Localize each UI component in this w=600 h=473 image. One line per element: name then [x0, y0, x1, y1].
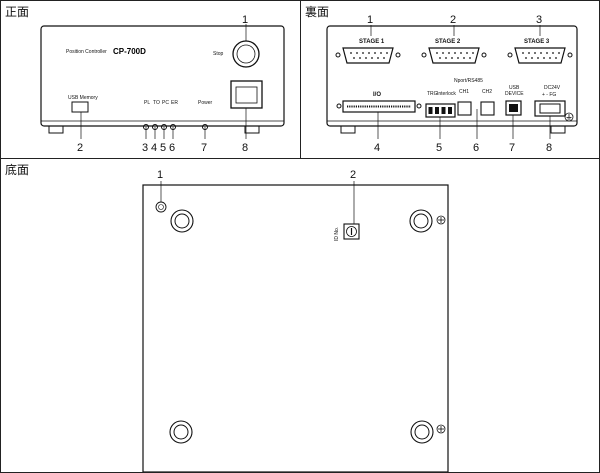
id-rotary-switch[interactable]	[343, 223, 360, 240]
front-chassis	[40, 25, 285, 127]
io-connector[interactable]	[336, 100, 422, 113]
stage1-connector[interactable]	[335, 47, 401, 64]
rear-foot-left	[340, 125, 356, 134]
rear-chassis	[326, 25, 578, 127]
front-panel-title: 正面	[5, 5, 30, 19]
front-model: CP-700D	[113, 47, 146, 56]
rear-callout-7: 7	[509, 142, 515, 154]
usb-device-port[interactable]	[505, 100, 522, 116]
bottom-foot-top-left	[170, 209, 194, 233]
bottom-panel-title: 底面	[5, 163, 30, 177]
bottom-panel: 底面 ID No.	[0, 158, 600, 473]
led-label-er: ER	[171, 100, 178, 106]
front-callout-6: 6	[169, 142, 175, 154]
rear-foot-right	[550, 125, 566, 134]
bottom-foot-bottom-left	[169, 420, 193, 444]
power-switch[interactable]	[230, 80, 263, 109]
front-callout-1: 1	[242, 14, 248, 26]
front-callout-8: 8	[242, 142, 248, 154]
interlock-label: Interlock	[437, 91, 456, 97]
dc24v-label: DC24V	[544, 85, 561, 91]
rear-callout-6: 6	[473, 142, 479, 154]
rs485-ch1-port[interactable]	[457, 101, 472, 116]
stage2-connector[interactable]	[421, 47, 487, 64]
stage3-connector[interactable]	[507, 47, 573, 64]
rear-panel: 裏面 STAGE 1 STAGE 2 STAGE 3 I/O	[300, 0, 600, 159]
rs485-ch2-port[interactable]	[480, 101, 495, 116]
bottom-callout-2: 2	[350, 169, 356, 181]
rear-callout-8: 8	[546, 142, 552, 154]
dc-polarity-label: + - FG	[542, 92, 556, 98]
front-callout-2: 2	[77, 142, 83, 154]
rs485-label: Nport/RS485	[454, 78, 483, 84]
rear-callout-3: 3	[536, 14, 542, 26]
rear-view-diagram: STAGE 1 STAGE 2 STAGE 3 I/O	[326, 14, 578, 154]
ground-icon	[564, 112, 574, 122]
led-label-pl: PL	[144, 100, 150, 106]
bottom-foot-top-right	[409, 209, 433, 233]
io-label: I/O	[373, 92, 381, 98]
power-led-label: Power	[198, 100, 213, 106]
screw-hole	[155, 201, 167, 213]
front-callout-7: 7	[201, 142, 207, 154]
front-callout-5: 5	[160, 142, 166, 154]
ch2-label: CH2	[482, 89, 492, 95]
bottom-view-diagram: ID No. 1 2	[142, 169, 449, 472]
front-panel: 正面 Position Controller CP-700D Stop USB …	[0, 0, 301, 159]
stage1-label: STAGE 1	[359, 39, 385, 45]
rear-panel-title: 裏面	[305, 5, 330, 19]
bottom-chassis	[142, 184, 449, 472]
stop-label: Stop	[213, 51, 224, 57]
bottom-foot-bottom-right	[410, 420, 434, 444]
front-foot-left	[48, 125, 64, 134]
rear-callout-4: 4	[374, 142, 380, 154]
usb-memory-label: USB Memory	[68, 95, 98, 101]
front-title-small: Position Controller	[66, 49, 107, 55]
id-no-label: ID No.	[334, 227, 340, 241]
dc24v-terminal[interactable]	[534, 100, 566, 117]
ch1-label: CH1	[459, 89, 469, 95]
bottom-callout-1: 1	[157, 169, 163, 181]
stage2-label: STAGE 2	[435, 39, 461, 45]
front-callout-3: 3	[142, 142, 148, 154]
led-label-pc: PC	[162, 100, 169, 106]
trg-label: TRG	[427, 91, 438, 97]
rear-callout-2: 2	[450, 14, 456, 26]
trg-interlock-terminal[interactable]	[425, 103, 456, 118]
usb-device-label-2: DEVICE	[505, 91, 524, 97]
rear-callout-1: 1	[367, 14, 373, 26]
led-label-to: TO	[153, 100, 160, 106]
screw-icon	[436, 215, 446, 225]
front-foot-right	[244, 125, 260, 134]
front-callout-4: 4	[151, 142, 157, 154]
front-view-diagram: Position Controller CP-700D Stop USB Mem…	[40, 14, 285, 154]
stage3-label: STAGE 3	[524, 39, 550, 45]
rear-callout-5: 5	[436, 142, 442, 154]
usb-device-label-1: USB	[509, 85, 520, 91]
screw-icon	[436, 424, 446, 434]
usb-memory-port[interactable]	[71, 101, 89, 113]
